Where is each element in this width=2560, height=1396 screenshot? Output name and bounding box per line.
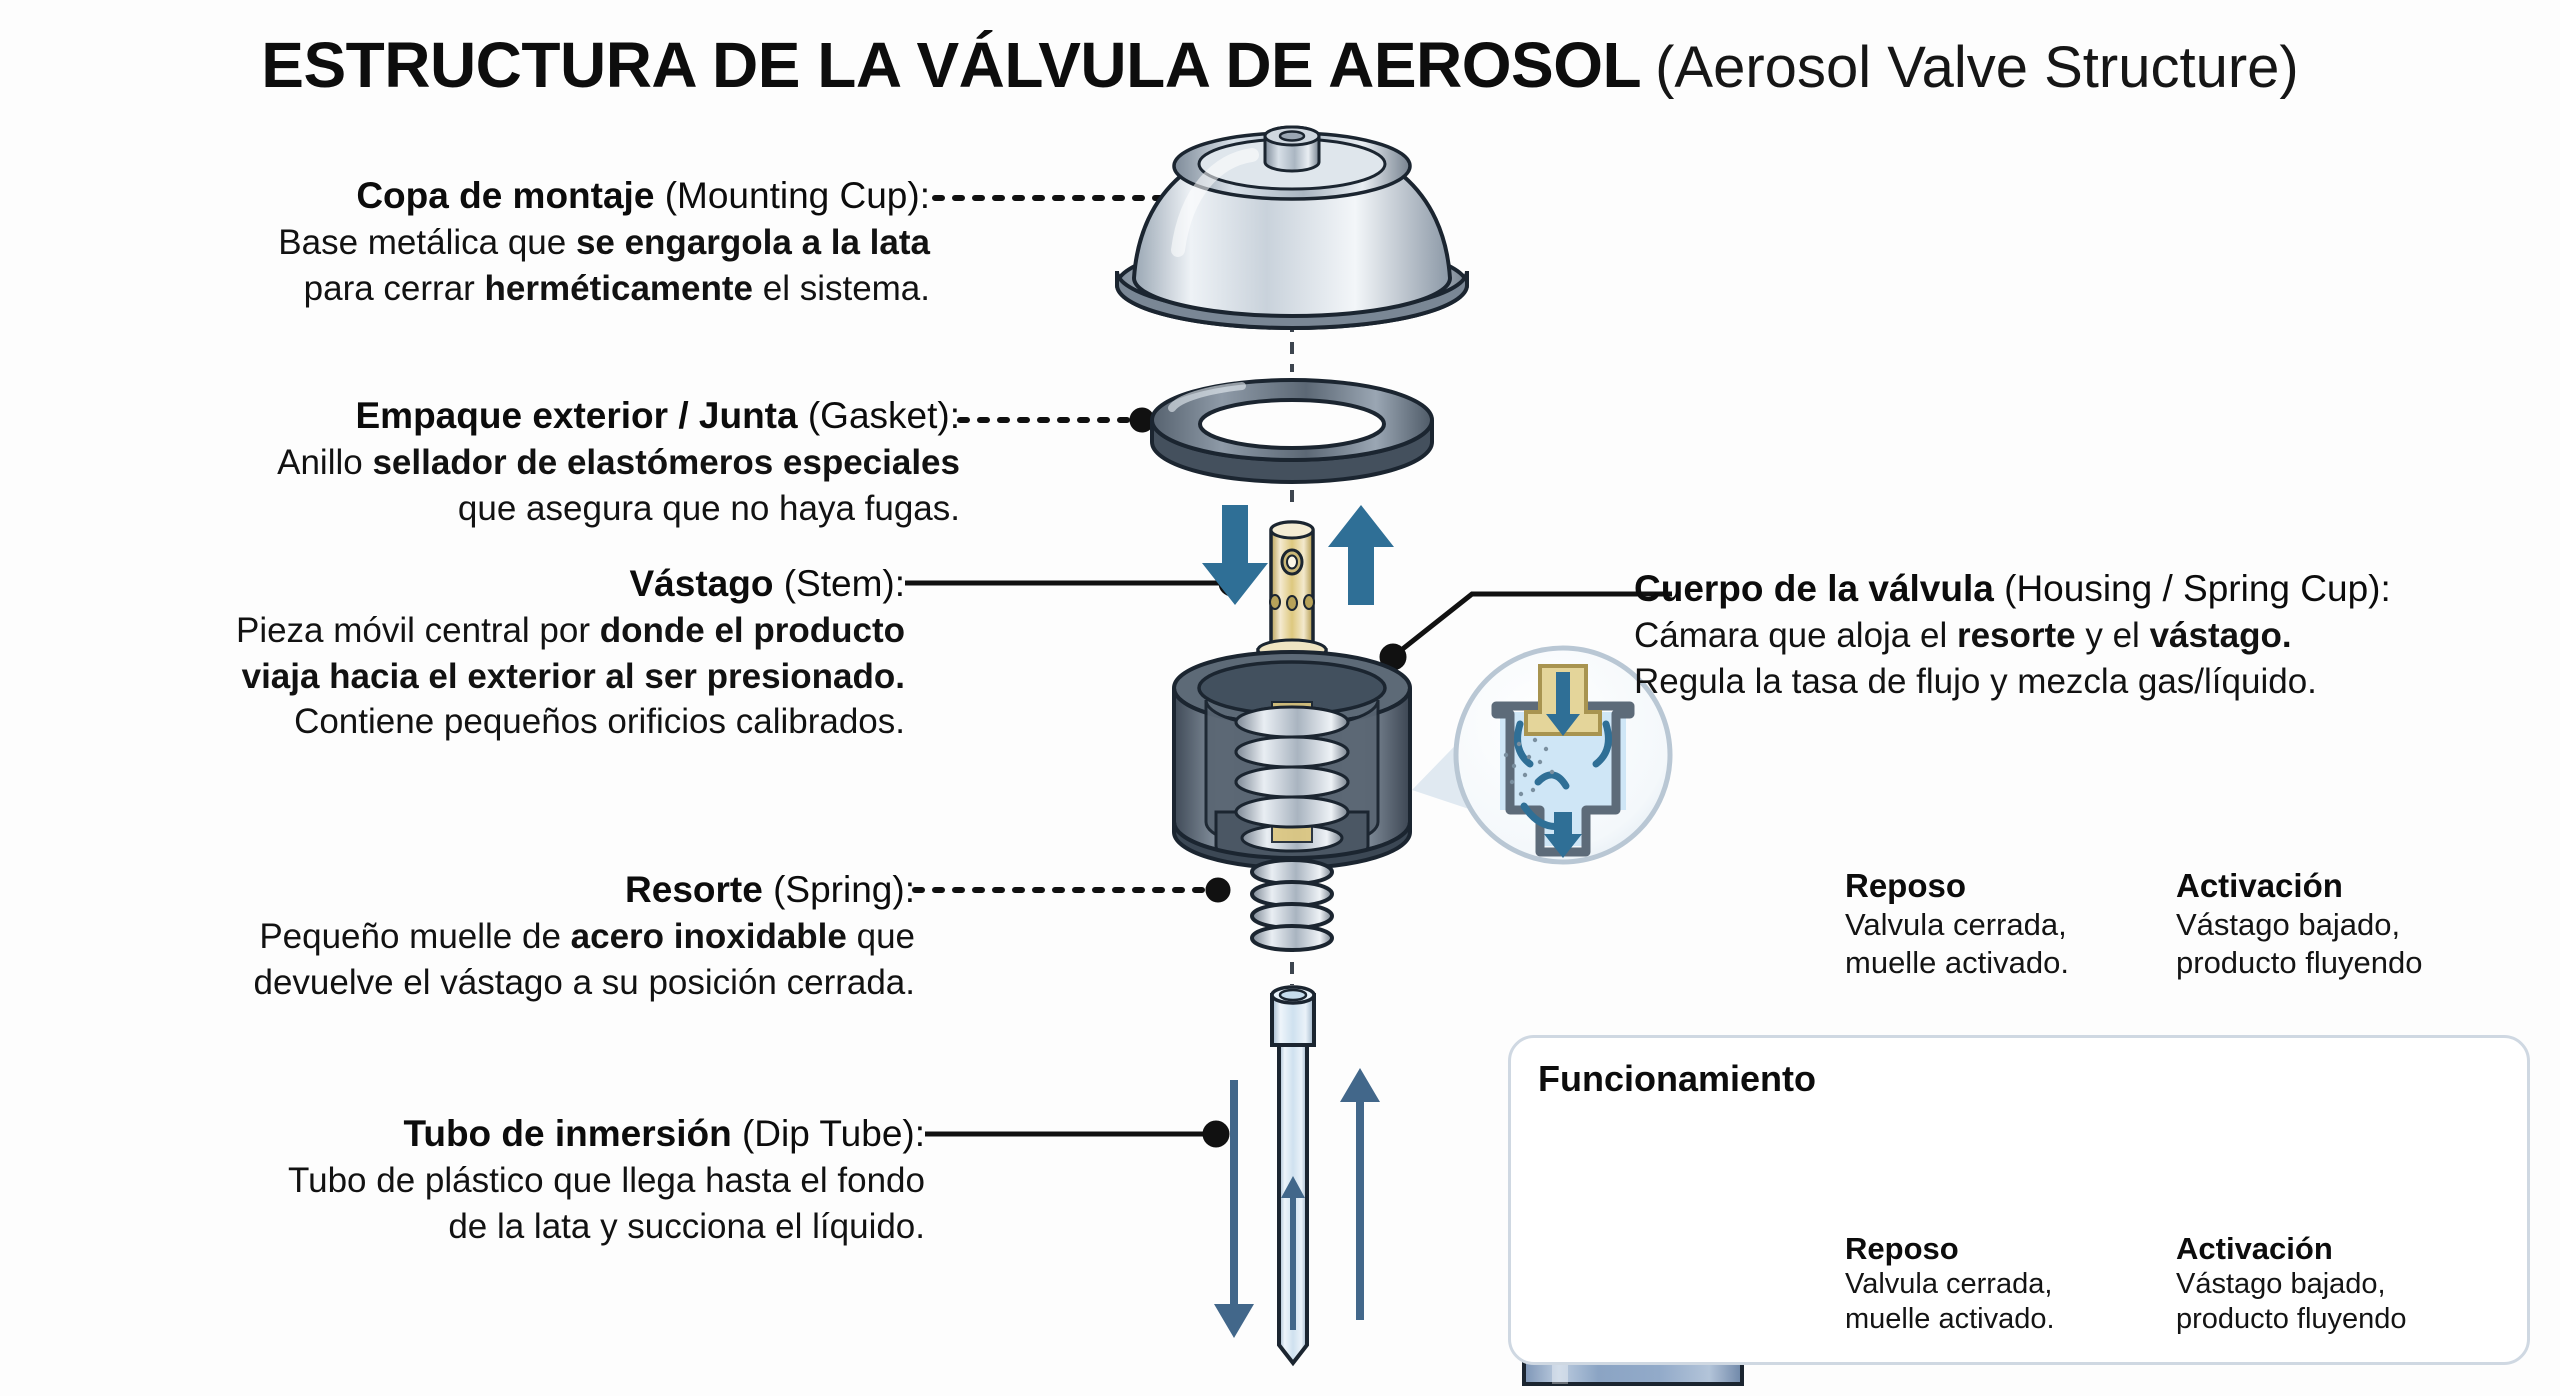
callout-line: Contiene pequeños orificios calibrados.: [294, 702, 905, 742]
callout-heading: Cuerpo de la válvula (Housing / Spring C…: [1634, 568, 2391, 609]
funcionamiento-panel: [1508, 1035, 2530, 1365]
gasket-illustration: [1150, 378, 1434, 484]
callout-line: viaja hacia el exterior al ser presionad…: [241, 656, 905, 696]
mini-line: Valvula cerrada,: [1845, 1268, 2053, 1301]
callout-line: devuelve el vástago a su posición cerrad…: [253, 962, 915, 1002]
mini-line: Vástago bajado,: [2176, 1268, 2386, 1301]
state-title: Activación: [2176, 867, 2343, 904]
callout-gasket: Empaque exterior / Junta (Gasket): Anill…: [60, 392, 960, 531]
callout-mounting-cup: Copa de montaje (Mounting Cup): Base met…: [60, 172, 930, 311]
callout-line: Pequeño muelle de acero inoxidable que: [259, 917, 915, 957]
dip-tube-illustration: [1214, 985, 1380, 1367]
callout-line: para cerrar herméticamente el sistema.: [303, 268, 930, 308]
callout-line: de la lata y succiona el líquido.: [448, 1206, 925, 1246]
mini-title: Reposo: [1845, 1231, 1959, 1266]
mini-title: Activación: [2176, 1231, 2333, 1266]
flow-down-arrow: [1214, 1080, 1254, 1338]
callout-line: Anillo sellador de elastómeros especiale…: [277, 443, 960, 483]
mounting-cup-illustration: [1115, 125, 1469, 330]
state-line: Valvula cerrada,: [1845, 907, 2067, 943]
callout-dip-tube: Tubo de inmersión (Dip Tube): Tubo de pl…: [60, 1110, 925, 1249]
stem-up-arrow: [1328, 505, 1394, 605]
state-line: muelle activado.: [1845, 945, 2070, 981]
callout-heading: Vástago (Stem):: [629, 563, 906, 604]
title-spanish: ESTRUCTURA DE LA VÁLVULA DE AEROSOL: [261, 29, 1642, 101]
stem-housing-illustration: [1172, 505, 1412, 870]
housing-detail-magnifier: [1412, 645, 1673, 865]
state-caption-activacion: Activación Vástago bajado, producto fluy…: [2176, 866, 2536, 982]
mini-line: muelle activado.: [1845, 1302, 2055, 1335]
state-line: producto fluyendo: [2176, 945, 2423, 981]
callout-stem: Vástago (Stem): Pieza móvil central por …: [60, 560, 905, 745]
mini-caption-reposo: Reposo Valvula cerrada, muelle activado.: [1845, 1230, 2155, 1337]
callout-line: Regula la tasa de flujo y mezcla gas/líq…: [1634, 661, 2317, 701]
spring-illustration: [1250, 858, 1334, 952]
state-title: Reposo: [1845, 867, 1967, 904]
stem-down-arrow: [1202, 505, 1268, 605]
page-title: ESTRUCTURA DE LA VÁLVULA DE AEROSOL(Aero…: [0, 28, 2560, 102]
callout-heading: Empaque exterior / Junta (Gasket):: [355, 395, 961, 436]
callout-line: que asegura que no haya fugas.: [457, 488, 960, 528]
state-line: Vástago bajado,: [2176, 907, 2401, 943]
callout-line: Pieza móvil central por donde el product…: [235, 611, 905, 651]
callout-heading: Resorte (Spring):: [625, 869, 915, 910]
flow-up-arrow: [1340, 1068, 1380, 1320]
state-caption-reposo: Reposo Valvula cerrada, muelle activado.: [1845, 866, 2155, 982]
callout-spring: Resorte (Spring): Pequeño muelle de acer…: [60, 866, 915, 1005]
callout-heading: Tubo de inmersión (Dip Tube):: [403, 1113, 925, 1154]
mini-line: producto fluyendo: [2176, 1302, 2407, 1335]
callout-heading: Copa de montaje (Mounting Cup):: [356, 175, 930, 216]
funcionamiento-title: Funcionamiento: [1538, 1058, 1816, 1099]
callout-line: Tubo de plástico que llega hasta el fond…: [288, 1161, 925, 1201]
title-english: (Aerosol Valve Structure): [1655, 35, 2299, 100]
callout-line: Cámara que aloja el resorte y el vástago…: [1634, 616, 2292, 656]
callout-line: Base metálica que se engargola a la lata: [278, 223, 930, 263]
callout-housing: Cuerpo de la válvula (Housing / Spring C…: [1634, 565, 2534, 704]
mini-caption-activacion: Activación Vástago bajado, producto fluy…: [2176, 1230, 2536, 1337]
